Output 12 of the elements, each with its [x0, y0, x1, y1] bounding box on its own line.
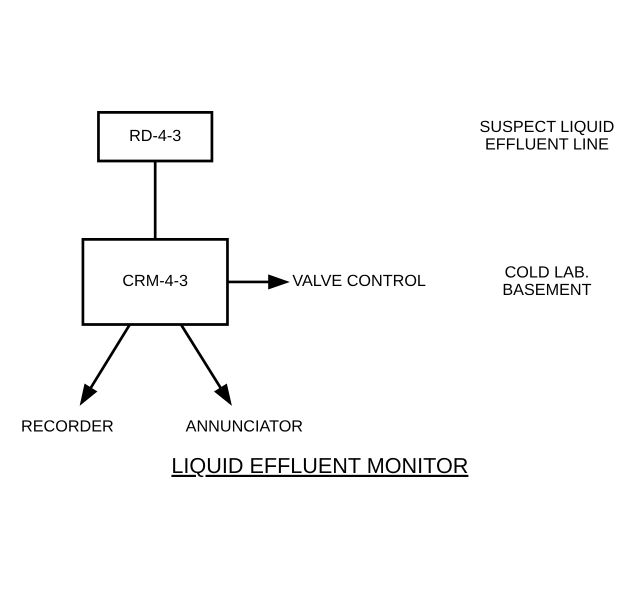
- label: SUSPECT LIQUID EFFLUENT LINE: [480, 118, 614, 154]
- node-text: ANNUNCIATOR: [186, 417, 304, 436]
- connector: [154, 162, 157, 240]
- arrow: [80, 324, 131, 406]
- arrow: [180, 324, 232, 406]
- node-text: RECORDER: [21, 417, 114, 436]
- label: COLD LAB. BASEMENT: [502, 263, 592, 299]
- caption: LIQUID EFFLUENT MONITOR: [171, 452, 468, 478]
- node-box: CRM-4-3: [82, 238, 229, 326]
- arrow: [228, 274, 290, 290]
- node-text: VALVE CONTROL: [292, 272, 426, 290]
- node-box: RD-4-3: [97, 111, 214, 162]
